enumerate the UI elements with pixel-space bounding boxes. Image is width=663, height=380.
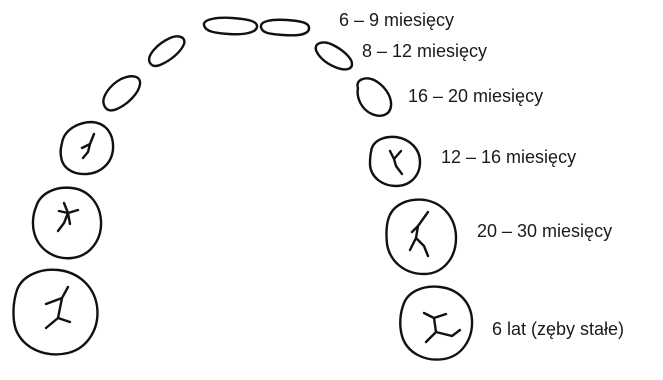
- label-central-incisors: 6 – 9 miesięcy: [339, 10, 455, 30]
- fissure-first-molar-left: [80, 132, 96, 160]
- tooth-canine-right: [356, 77, 393, 117]
- fissure-permanent-molar-right: [422, 311, 462, 344]
- tooth-lateral-incisor-left: [147, 35, 186, 68]
- tooth-lateral-incisor-right: [314, 41, 354, 71]
- fissure-first-molar-right: [388, 149, 404, 176]
- fissure-second-molar-right: [408, 210, 430, 258]
- label-second-molars: 20 – 30 miesięcy: [477, 221, 613, 241]
- tooth-permanent-molar-left: [12, 268, 99, 356]
- tooth-second-molar-right: [385, 198, 458, 276]
- label-first-molars: 12 – 16 miesięcy: [441, 147, 577, 167]
- tooth-first-molar-right: [368, 135, 422, 188]
- tooth-canine-left: [102, 75, 142, 112]
- label-permanent-molars: 6 lat (zęby stałe): [492, 319, 625, 339]
- tooth-central-incisor-right: [259, 18, 311, 37]
- fissure-second-molar-left: [56, 201, 80, 233]
- label-canines: 16 – 20 miesięcy: [408, 86, 544, 106]
- label-lateral-incisors: 8 – 12 miesięcy: [362, 41, 488, 61]
- tooth-central-incisor-left: [202, 16, 259, 36]
- fissure-permanent-molar-left: [44, 285, 72, 330]
- tooth-permanent-molar-right: [399, 285, 474, 361]
- tooth-first-molar-left: [59, 120, 115, 176]
- tooth-second-molar-left: [31, 186, 103, 260]
